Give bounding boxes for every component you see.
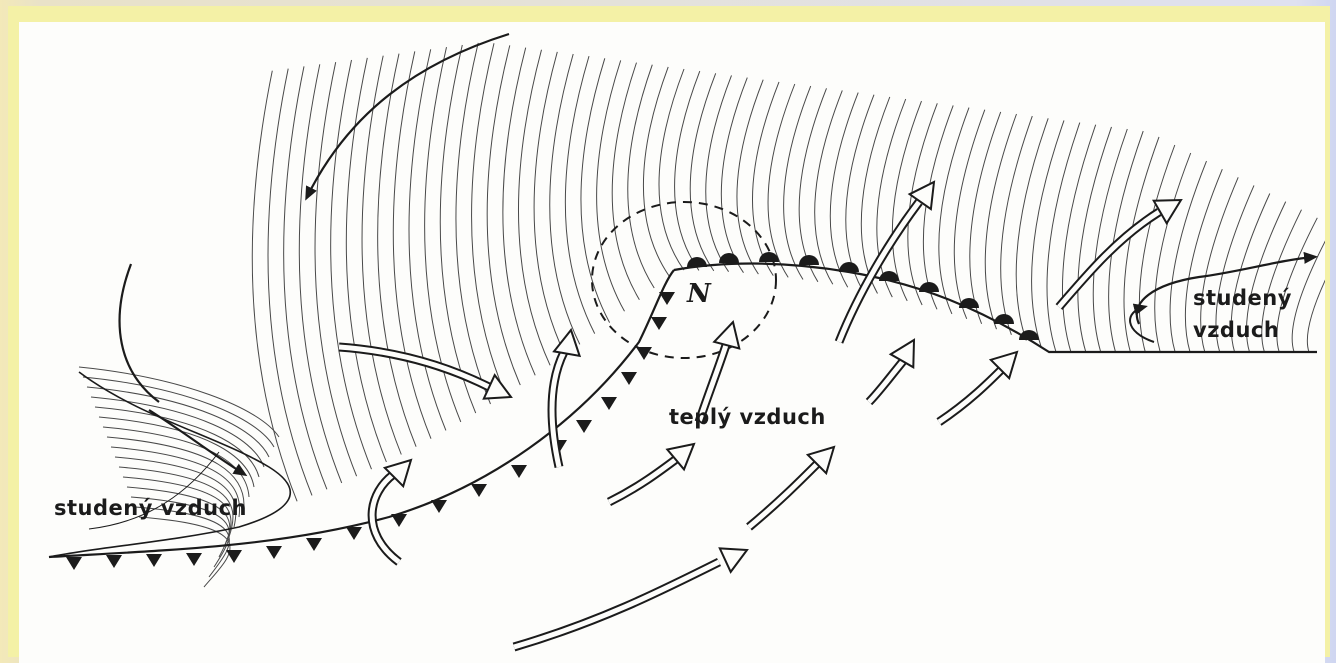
diagram-frame: studený vzduch teplý vzduch studený vzdu… <box>8 6 1330 657</box>
hatch-line <box>628 65 654 288</box>
hatch-line <box>456 43 491 404</box>
warm-front-semicircle <box>994 314 1014 324</box>
warm-front-semicircle <box>1019 330 1039 340</box>
hatch-line <box>799 88 826 281</box>
hatch-line <box>91 397 264 467</box>
hatch-line <box>315 62 357 476</box>
cold-front-triangle <box>66 557 82 570</box>
cold-air-arrow-right-hook <box>1130 307 1154 342</box>
hatch-line <box>643 67 669 276</box>
cloud-hatching <box>79 43 1325 587</box>
cold-front-triangle <box>266 546 282 559</box>
hatch-line <box>815 90 843 284</box>
warm-air-arrow-core <box>939 367 1004 422</box>
hatch-line <box>565 56 594 334</box>
hatch-line <box>79 367 279 437</box>
cold-front-triangle <box>226 550 242 563</box>
cold-front-triangle <box>106 555 122 568</box>
cold-front-triangle <box>146 554 162 567</box>
hatch-line <box>252 71 297 502</box>
hatch-line <box>659 69 684 270</box>
warm-air-arrow-core <box>749 462 819 527</box>
hatch-line <box>675 71 700 270</box>
warm-air-arrowhead <box>554 330 580 356</box>
cold-front-triangle <box>471 484 487 497</box>
hatch-line <box>954 110 985 319</box>
warm-front-semicircle <box>879 271 899 281</box>
hatch-line <box>597 60 625 311</box>
hatch-line <box>612 63 639 300</box>
label-cold-air-left: studený vzduch <box>54 496 247 520</box>
cold-front-triangle <box>511 465 527 478</box>
hatch-line <box>830 93 858 288</box>
hatch-line <box>550 54 580 344</box>
hatch-line <box>378 54 416 447</box>
hatch-line <box>1307 234 1325 352</box>
cold-front-triangle <box>186 553 202 566</box>
warm-front-semicircle <box>719 253 739 263</box>
hatch-line <box>939 108 969 314</box>
diagram-panel: studený vzduch teplý vzduch studený vzdu… <box>19 22 1325 663</box>
hatch-line <box>87 387 269 457</box>
cold-front-triangle <box>659 292 675 305</box>
cold-front-triangle <box>431 500 447 513</box>
label-cold-air-right-1: studený <box>1193 286 1292 310</box>
warm-front-semicircle <box>959 298 979 308</box>
occluded-front-diagram: studený vzduch teplý vzduch studený vzdu… <box>19 22 1325 663</box>
hatch-line <box>581 58 610 322</box>
label-low-pressure: N <box>686 279 712 309</box>
warm-front-semicircle <box>799 255 819 265</box>
hatch-line <box>1001 116 1033 335</box>
hatch-line <box>846 95 874 291</box>
label-cold-air-right-2: vzduch <box>1193 318 1279 342</box>
warm-front-semicircle <box>919 282 939 292</box>
hatch-line <box>768 84 795 277</box>
cold-front-triangle <box>601 397 617 410</box>
cold-front-triangle <box>651 317 667 330</box>
cold-air-arrow-left <box>120 264 159 402</box>
cold-front-triangle <box>636 347 652 360</box>
cold-front-triangle <box>391 514 407 527</box>
hatch-line <box>346 58 386 462</box>
hatch-line <box>752 82 779 276</box>
hatch-line <box>970 112 1001 324</box>
hatch-line <box>362 56 401 455</box>
hatch-line <box>299 64 341 483</box>
hatch-line <box>472 43 506 394</box>
label-warm-air: teplý vzduch <box>669 405 826 429</box>
warm-air-arrow-core <box>609 457 679 502</box>
cold-front-triangle <box>621 372 637 385</box>
hatch-line <box>1292 226 1325 352</box>
warm-air-arrowhead <box>714 322 739 349</box>
hatch-line <box>1139 145 1174 352</box>
hatch-line <box>877 99 906 297</box>
hatch-line <box>1277 218 1317 352</box>
warm-front-semicircle <box>839 262 859 272</box>
hatch-line <box>985 114 1016 329</box>
warm-air-arrow-core <box>869 360 904 402</box>
hatch-line <box>487 45 520 385</box>
cold-air-arrow-top <box>307 34 509 197</box>
cold-front-triangle <box>306 538 322 551</box>
hatch-line <box>706 75 732 271</box>
cold-air-arrow-lower-left <box>149 410 244 474</box>
hatch-line <box>440 45 475 413</box>
hatch-line <box>690 73 715 271</box>
hatch-line <box>284 66 327 489</box>
warm-front-semicircle <box>687 257 707 267</box>
cold-front-triangle <box>346 527 362 540</box>
hatch-line <box>784 86 811 279</box>
low-pressure-circle <box>592 202 776 358</box>
hatch-line <box>331 60 372 469</box>
warm-air-arrowhead <box>720 548 747 572</box>
cold-front-triangle <box>576 420 592 433</box>
